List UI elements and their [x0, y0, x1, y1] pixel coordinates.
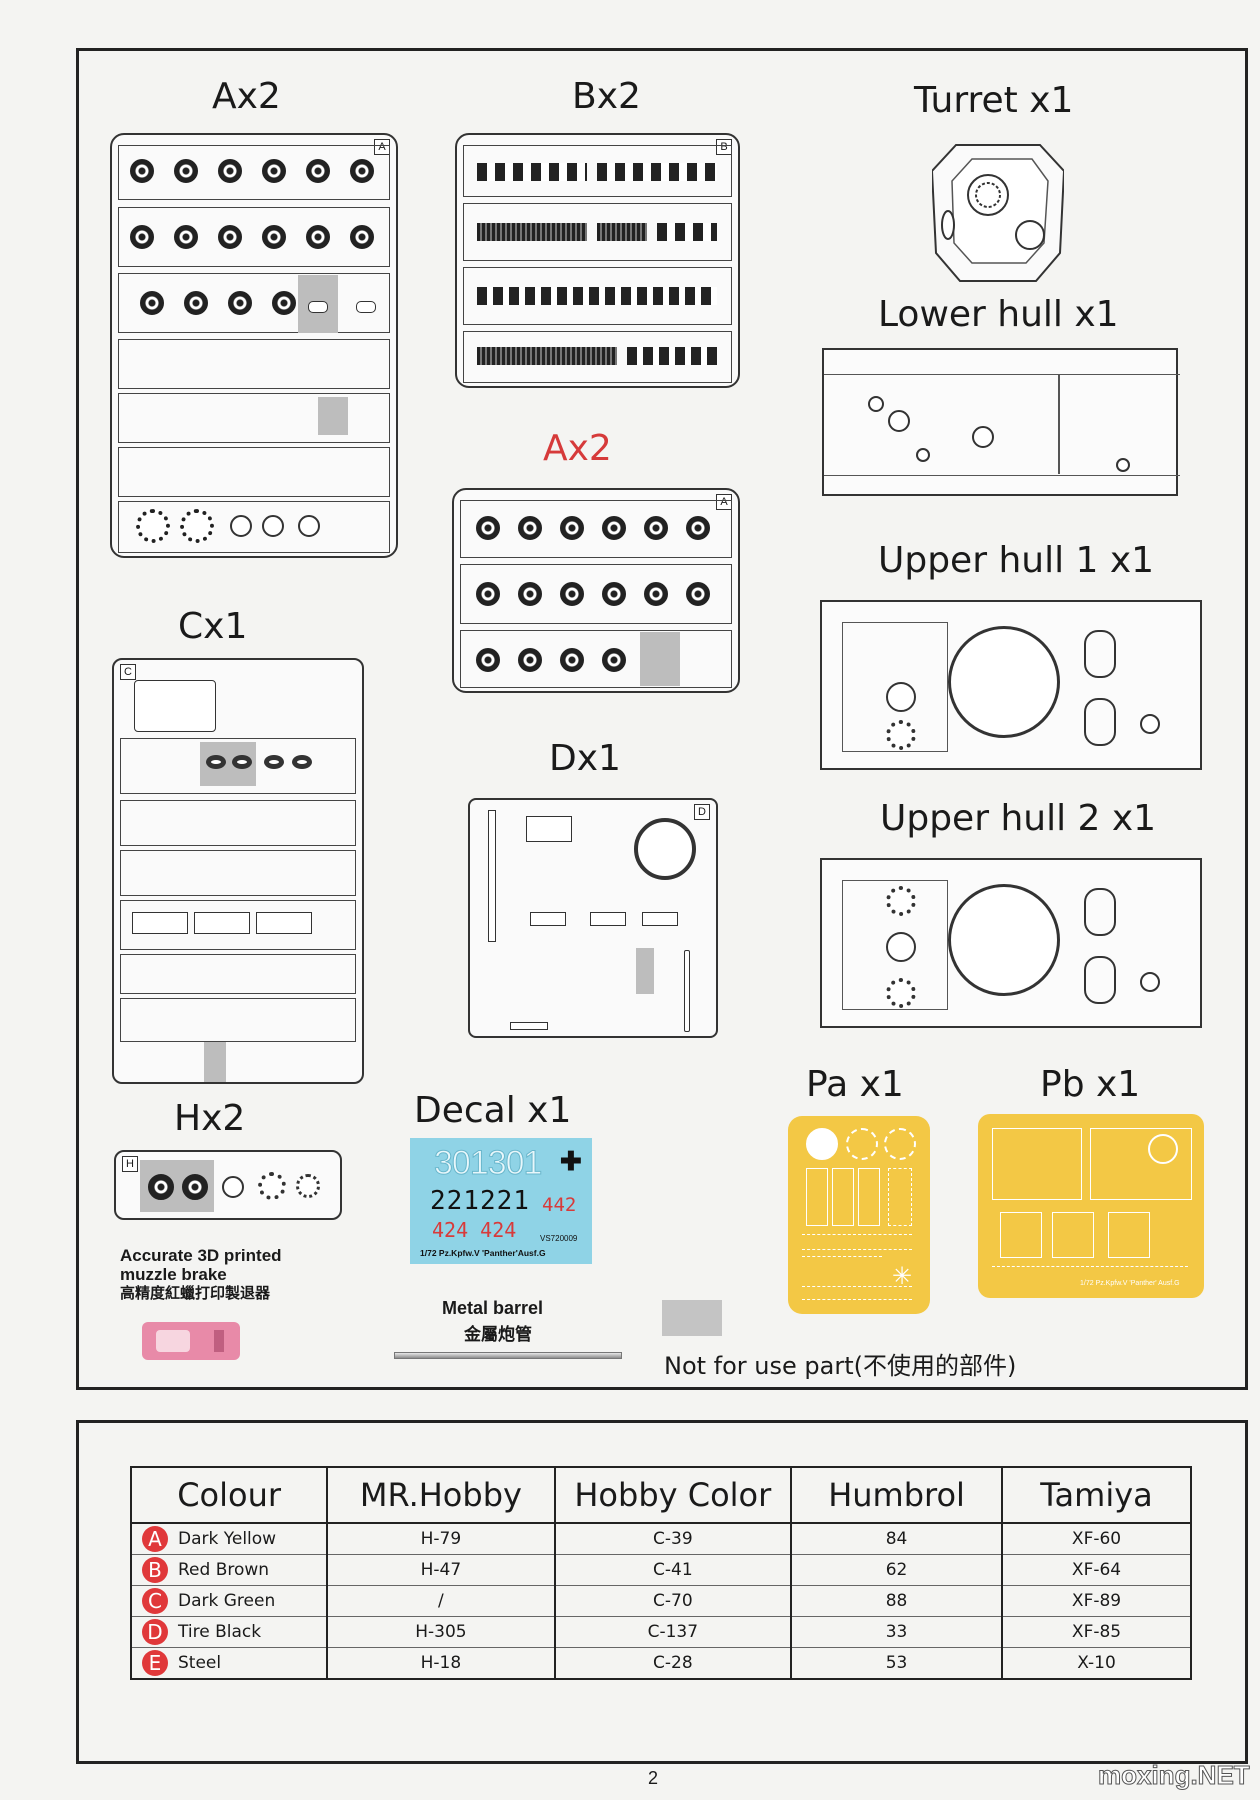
pb-etch-sheet: 1/72 Pz.Kpfw.V 'Panther' Ausf.G — [978, 1114, 1204, 1298]
sprue-d-letter: D — [694, 804, 710, 820]
header-humbrol: Humbrol — [790, 1466, 1004, 1524]
upper-hull-1-label: Upper hull 1 x1 — [878, 540, 1155, 581]
pb-etch-caption: 1/72 Pz.Kpfw.V 'Panther' Ausf.G — [1080, 1280, 1180, 1287]
hobby-color-code: C-41 — [553, 1554, 793, 1586]
pb-label: Pb x1 — [1040, 1064, 1141, 1105]
watermark: moxing.NET — [1098, 1760, 1251, 1791]
humbrol-code: 53 — [790, 1647, 1004, 1680]
pa-label: Pa x1 — [806, 1064, 904, 1105]
sprue-h: H — [114, 1150, 342, 1220]
sprue-a-label: Ax2 — [212, 76, 281, 117]
pa-etch-sheet: ✳ — [788, 1116, 930, 1314]
sprue-h-label: Hx2 — [174, 1098, 246, 1139]
hobby-color-code: C-137 — [553, 1616, 793, 1648]
mrhobby-code: H-18 — [326, 1647, 556, 1680]
header-mrhobby: MR.Hobby — [326, 1466, 556, 1524]
table-row: C Dark Green / C-70 88 XF-89 — [129, 1585, 1192, 1617]
cross-icon: ✚ — [560, 1146, 582, 1176]
colour-name: Steel — [178, 1653, 222, 1673]
sprue-c-letter: C — [120, 664, 136, 680]
decal-caption: 1/72 Pz.Kpfw.V 'Panther'Ausf.G — [420, 1248, 546, 1258]
colour-panel — [76, 1420, 1248, 1764]
decal-sheet: 301301 ✚ 221221 442 424 424 VS720009 1/7… — [410, 1138, 592, 1264]
metal-barrel-image — [394, 1352, 622, 1359]
mrhobby-code: / — [326, 1585, 556, 1617]
humbrol-code: 33 — [790, 1616, 1004, 1648]
sprue-b-label: Bx2 — [572, 76, 641, 117]
hobby-color-code: C-28 — [553, 1647, 793, 1680]
tamiya-code: XF-64 — [1001, 1554, 1192, 1586]
metal-barrel-label-cn: 金屬炮管 — [464, 1325, 532, 1345]
sprue-b: B — [455, 133, 740, 388]
decal-number-top: 301301 — [433, 1144, 542, 1183]
colour-name: Red Brown — [178, 1560, 270, 1580]
sprue-a-letter: A — [374, 139, 390, 155]
humbrol-code: 84 — [790, 1523, 1004, 1555]
tamiya-code: XF-89 — [1001, 1585, 1192, 1617]
page-number: 2 — [648, 1768, 659, 1788]
colour-badge: E — [142, 1650, 168, 1676]
muzzle-brake-line3: 高精度紅蠟打印製退器 — [120, 1284, 271, 1302]
hobby-color-code: C-70 — [553, 1585, 793, 1617]
tamiya-code: XF-85 — [1001, 1616, 1192, 1648]
lower-hull-drawing — [822, 348, 1180, 496]
sprue-d-label: Dx1 — [549, 738, 621, 779]
colour-badge: B — [142, 1557, 168, 1583]
turret-drawing — [930, 143, 1066, 283]
decal-label: Decal x1 — [414, 1090, 572, 1131]
upper-hull-1-drawing — [820, 600, 1202, 770]
sprue-d: D — [468, 798, 718, 1038]
header-hobby-color: Hobby Color — [553, 1466, 793, 1524]
sprue-c-label: Cx1 — [178, 606, 248, 647]
mrhobby-code: H-79 — [326, 1523, 556, 1555]
colour-name: Dark Green — [178, 1591, 276, 1611]
not-for-use-swatch — [662, 1300, 722, 1336]
mrhobby-code: H-47 — [326, 1554, 556, 1586]
humbrol-code: 88 — [790, 1585, 1004, 1617]
muzzle-brake-note: Accurate 3D printed muzzle brake 高精度紅蠟打印… — [120, 1246, 282, 1303]
colour-name: Dark Yellow — [178, 1529, 277, 1549]
colour-table: Colour MR.Hobby Hobby Color Humbrol Tami… — [129, 1466, 1192, 1680]
tamiya-code: X-10 — [1001, 1647, 1192, 1680]
colour-badge: D — [142, 1619, 168, 1645]
table-row: B Red Brown H-47 C-41 62 XF-64 — [129, 1554, 1192, 1586]
hobby-color-code: C-39 — [553, 1523, 793, 1555]
sprue-c: C — [112, 658, 364, 1084]
decal-number-bottom: 424 424 — [432, 1218, 517, 1242]
sprue-h-letter: H — [122, 1156, 138, 1172]
sprue-a2-label: Ax2 — [543, 428, 612, 469]
tamiya-code: XF-60 — [1001, 1523, 1192, 1555]
colour-name: Tire Black — [178, 1622, 262, 1642]
muzzle-brake-line2: muzzle brake — [120, 1265, 227, 1284]
sprue-a2: A — [452, 488, 740, 693]
table-row: A Dark Yellow H-79 C-39 84 XF-60 — [129, 1523, 1192, 1555]
sprue-a: A — [110, 133, 398, 558]
muzzle-brake-image — [142, 1322, 240, 1360]
not-for-use-label: Not for use part(不使用的部件) — [664, 1352, 1017, 1380]
decal-number-mid: 221221 — [430, 1186, 530, 1216]
mrhobby-code: H-305 — [326, 1616, 556, 1648]
humbrol-code: 62 — [790, 1554, 1004, 1586]
header-colour: Colour — [129, 1466, 329, 1524]
upper-hull-2-label: Upper hull 2 x1 — [880, 798, 1157, 839]
decal-number-mid-red: 442 — [542, 1194, 577, 1216]
decal-code: VS720009 — [540, 1234, 578, 1243]
colour-badge: A — [142, 1526, 168, 1552]
turret-label: Turret x1 — [914, 80, 1074, 121]
metal-barrel-label: Metal barrel — [442, 1298, 544, 1318]
upper-hull-2-drawing — [820, 858, 1202, 1028]
table-row: D Tire Black H-305 C-137 33 XF-85 — [129, 1616, 1192, 1648]
table-row: E Steel H-18 C-28 53 X-10 — [129, 1647, 1192, 1680]
muzzle-brake-line1: Accurate 3D printed — [120, 1246, 282, 1265]
parts-panel — [76, 48, 1248, 1390]
header-tamiya: Tamiya — [1001, 1466, 1192, 1524]
lower-hull-label: Lower hull x1 — [878, 294, 1119, 335]
colour-badge: C — [142, 1588, 168, 1614]
